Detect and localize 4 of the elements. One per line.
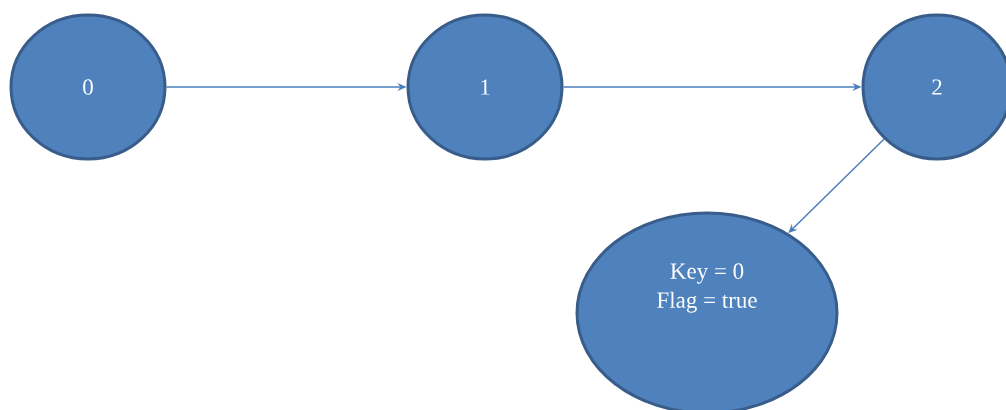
ellipse-node: 0 [9,13,167,161]
ellipse-node: Key = 0 Flag = true [575,211,839,410]
ellipse-node: 1 [406,13,564,161]
ellipse-node: 2 [861,13,1006,161]
